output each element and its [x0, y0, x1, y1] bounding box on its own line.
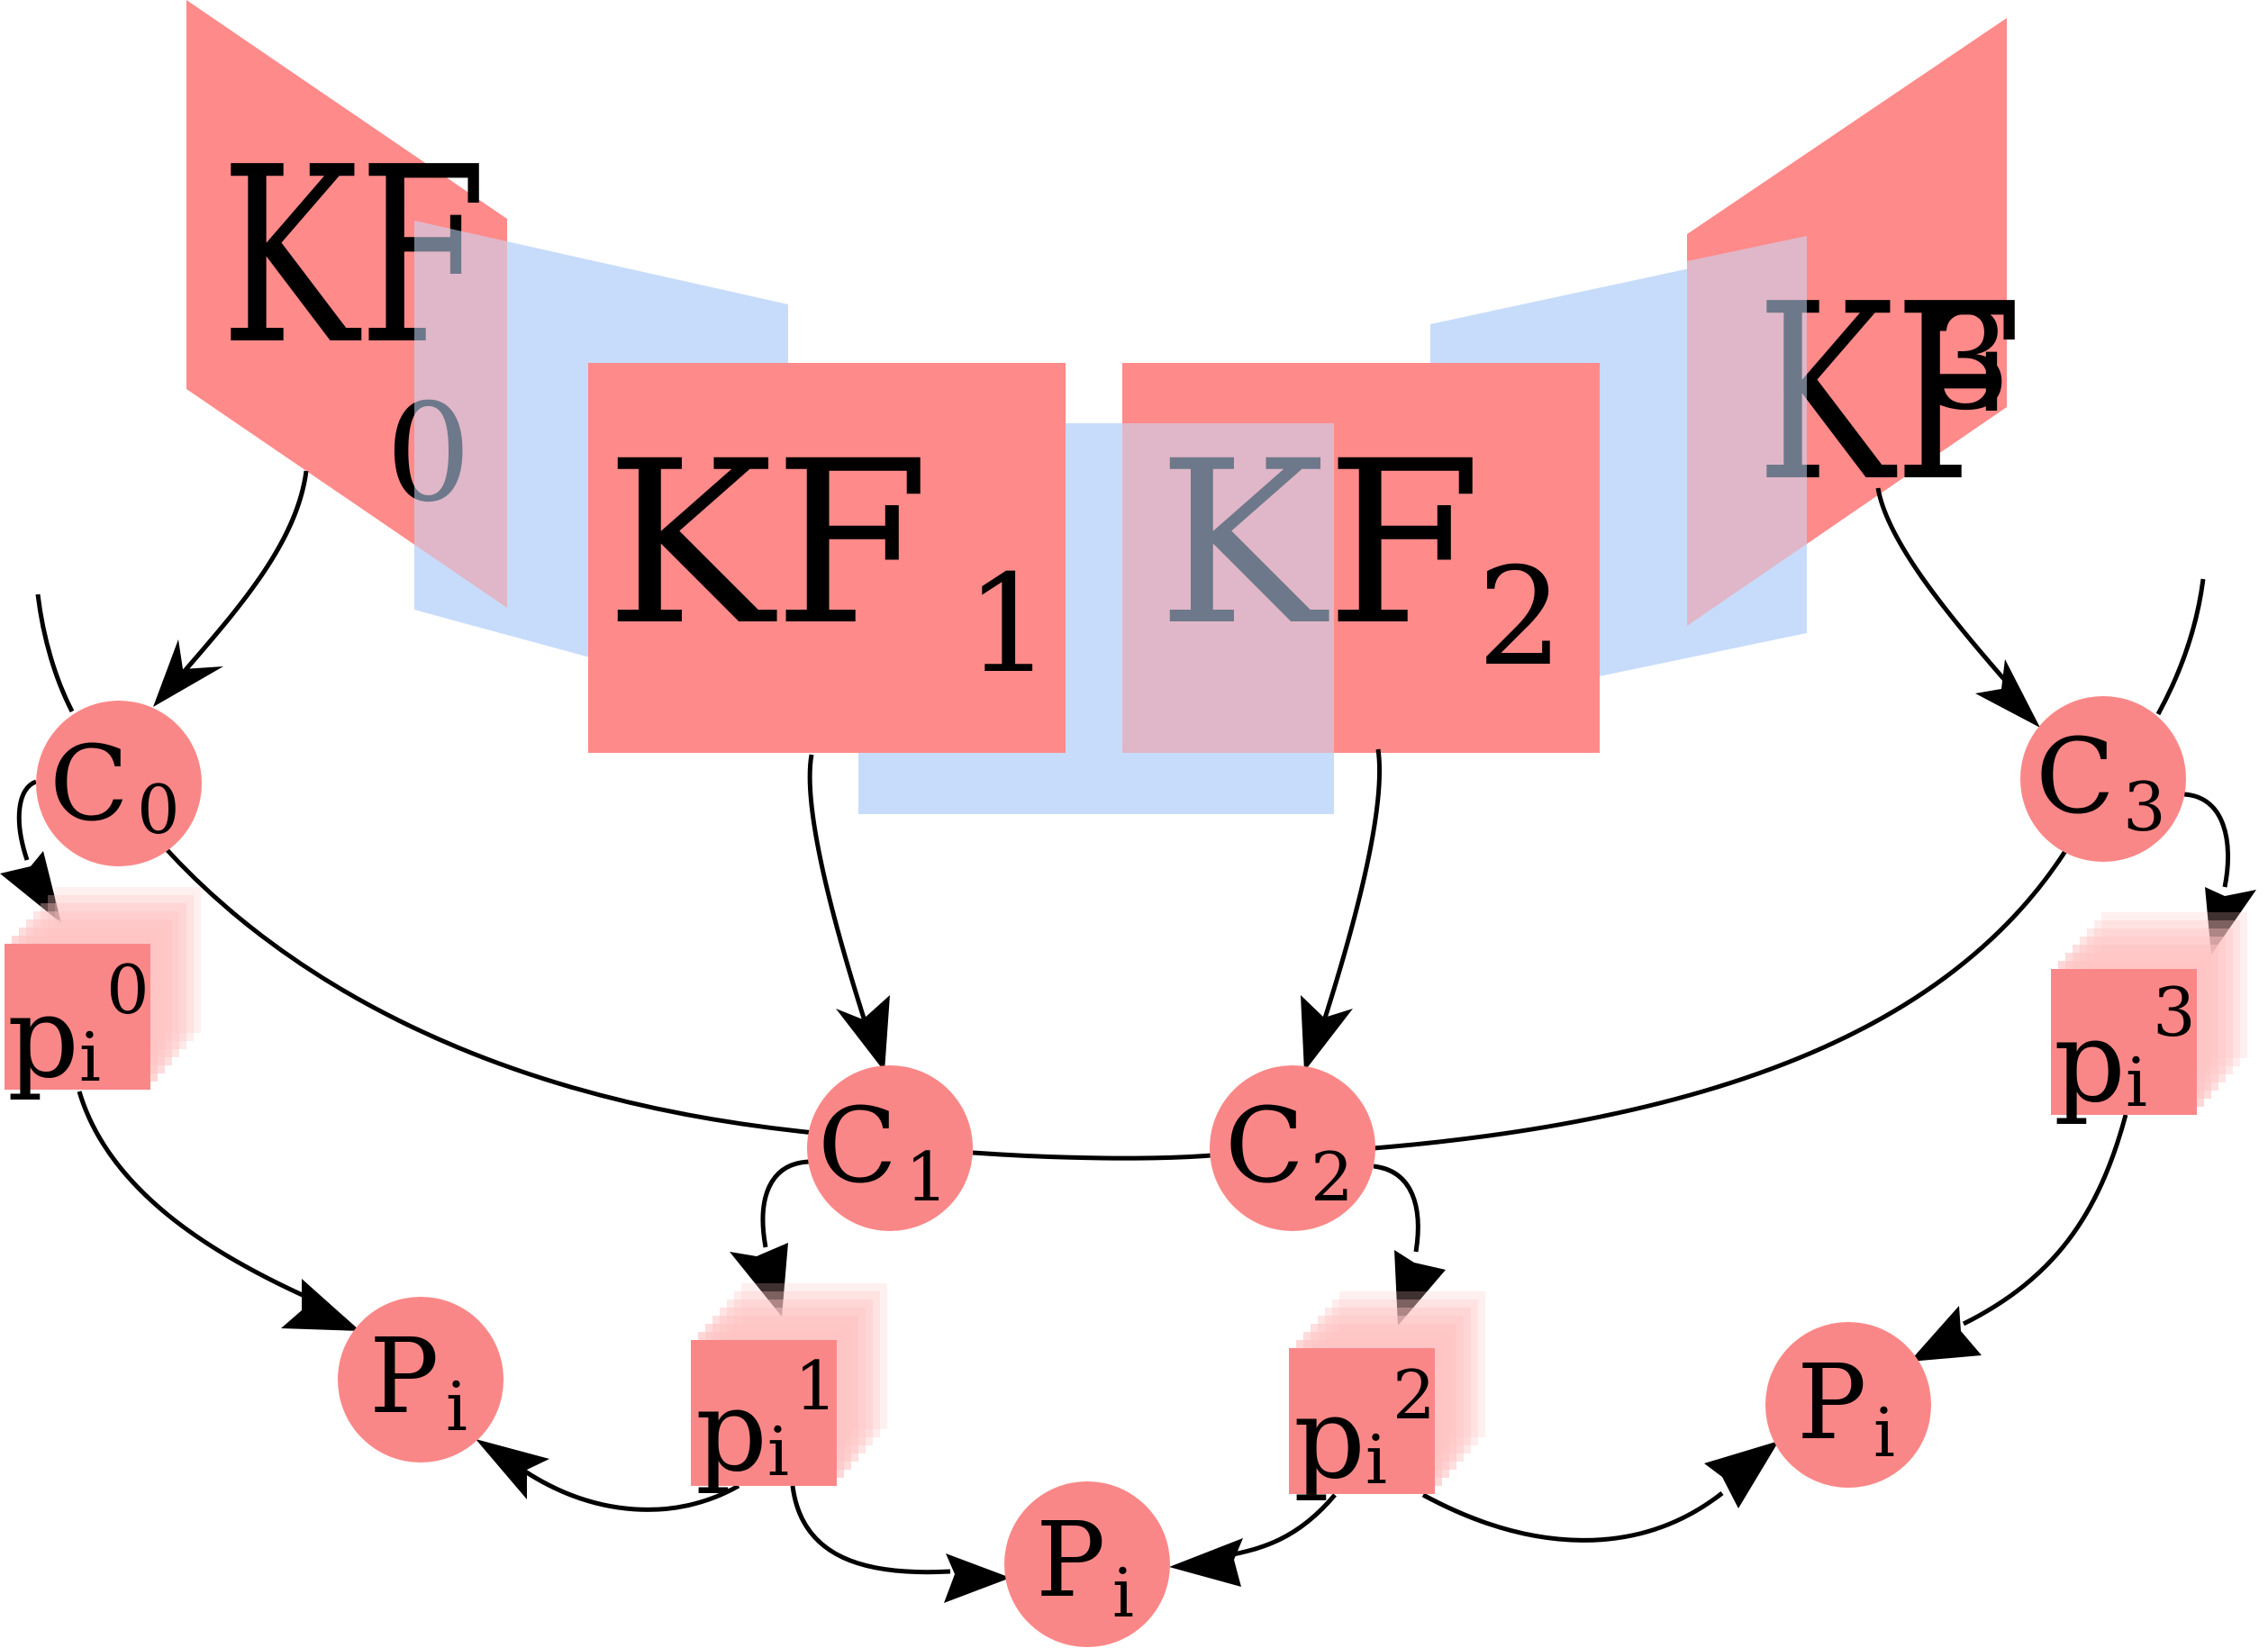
c3-label: C — [2036, 717, 2115, 838]
edge-kf0-c0 — [183, 470, 309, 673]
edge-c2-p2 — [1373, 1164, 1420, 1253]
arrowhead-c2 — [1301, 995, 1353, 1072]
camera-c1: C 1 — [807, 1065, 973, 1231]
kf1-label: KF — [605, 412, 930, 675]
arrowhead-c1 — [836, 995, 890, 1072]
edge-c1-p1 — [760, 1159, 810, 1248]
c2-label: C — [1225, 1086, 1304, 1207]
p2-subscript: i — [1365, 1420, 1387, 1499]
kf3-subscript: 3 — [1926, 284, 2011, 440]
arrowhead-p0 — [0, 851, 61, 923]
c1-subscript: 1 — [905, 1137, 948, 1217]
point-center: P i — [1004, 1481, 1170, 1647]
P-right-label: P — [1797, 1343, 1866, 1463]
plane-overlaps — [414, 221, 1807, 753]
p3-subscript: i — [2126, 1043, 2147, 1122]
c1-label: C — [818, 1086, 897, 1207]
edge-c0-c1 — [162, 845, 816, 1136]
arrowheads — [0, 639, 2256, 1603]
arrowhead-p3 — [2205, 887, 2256, 955]
arrowhead-Pright-from-p2 — [1704, 1441, 1779, 1508]
edge-p1-Pcenter — [790, 1485, 951, 1575]
arrowhead-p2 — [1394, 1250, 1446, 1326]
camera-c3: C 3 — [2020, 696, 2186, 862]
edge-p2-Pcenter — [1224, 1493, 1337, 1559]
P-center-subscript: i — [1112, 1553, 1134, 1633]
p0-superscript: 0 — [106, 950, 150, 1029]
c0-label: C — [50, 724, 129, 845]
point-right: P i — [1765, 1322, 1931, 1488]
edge-kf2-c2 — [1320, 748, 1383, 1028]
P-left-subscript: i — [446, 1367, 467, 1446]
p3-superscript: 3 — [2153, 973, 2196, 1052]
edges — [16, 470, 2231, 1575]
c0-subscript: 0 — [137, 770, 180, 849]
p2-superscript: 2 — [1393, 1355, 1436, 1435]
arrowhead-Pcenter-from-p1 — [944, 1553, 1011, 1603]
edge-c0-in — [35, 593, 75, 713]
observation-p2: p i 2 — [1289, 1291, 1485, 1504]
observation-p1: p i 1 — [691, 1283, 887, 1497]
edge-p0-Pleft — [77, 1091, 308, 1299]
c3-subscript: 3 — [2123, 767, 2166, 847]
edge-c1-c2 — [972, 1150, 1212, 1161]
c2-subscript: 2 — [1311, 1137, 1354, 1217]
edge-p1-Pleft — [521, 1467, 740, 1512]
observation-p0: p i 0 — [5, 887, 201, 1103]
p1-subscript: i — [767, 1412, 789, 1491]
edge-c2-c3 — [1373, 849, 2068, 1151]
camera-c2: C 2 — [1210, 1065, 1375, 1231]
p2-label: p — [1293, 1373, 1365, 1504]
arrowhead-Pright-from-p3 — [1910, 1306, 1982, 1362]
kf2-subscript: 2 — [1477, 539, 1563, 696]
point-left: P i — [338, 1297, 503, 1462]
edge-c0-p0 — [16, 779, 38, 861]
camera-c0: C 0 — [36, 701, 202, 866]
p0-subscript: i — [79, 1018, 101, 1097]
keyframe-kf1: KF 1 — [588, 363, 1066, 753]
P-right-subscript: i — [1873, 1393, 1895, 1472]
arrowhead-c3 — [1975, 659, 2040, 728]
p3-label: p — [2054, 997, 2126, 1127]
arrowhead-Pleft-from-p0 — [281, 1279, 360, 1331]
P-center-label: P — [1036, 1500, 1105, 1621]
edge-kf3-c3 — [1875, 487, 2010, 686]
edge-kf1-c1 — [807, 754, 869, 1028]
edge-p3-Pright — [1962, 1114, 2128, 1327]
observation-p3: p i 3 — [2051, 912, 2247, 1127]
p0-label: p — [7, 973, 79, 1103]
edge-c3-in — [2155, 578, 2206, 716]
kf1-subscript: 1 — [966, 547, 1051, 703]
arrowhead-Pleft-from-p1 — [476, 1439, 549, 1499]
p1-superscript: 1 — [794, 1346, 838, 1426]
edge-p2-Pright — [1421, 1491, 1724, 1543]
p1-label: p — [695, 1366, 767, 1497]
P-left-label: P — [369, 1317, 439, 1437]
arrowhead-c0 — [153, 639, 223, 707]
arrowhead-p1 — [730, 1243, 788, 1317]
arrowhead-Pcenter-from-p2 — [1169, 1538, 1243, 1587]
edge-c3-p3 — [2183, 792, 2231, 888]
